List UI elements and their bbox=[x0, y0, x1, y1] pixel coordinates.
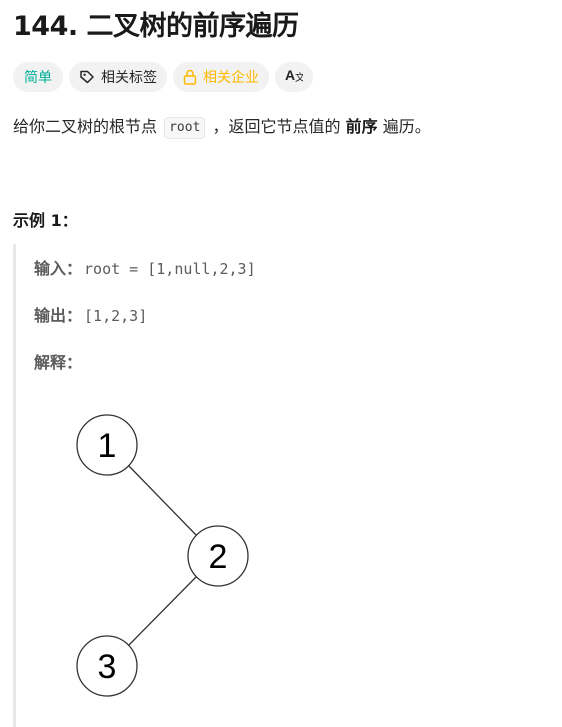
tree-node-3-label: 3 bbox=[98, 648, 117, 686]
explanation-label: 解释： bbox=[34, 353, 83, 372]
svg-text:A: A bbox=[285, 67, 295, 83]
input-value: root = [1,null,2,3] bbox=[84, 260, 256, 278]
related-tags-label: 相关标签 bbox=[101, 70, 157, 86]
example-output: 输出： [1,2,3] bbox=[34, 302, 147, 326]
binary-tree-diagram: 1 2 3 bbox=[76, 414, 249, 697]
tree-node-2: 2 bbox=[187, 525, 249, 587]
svg-text:文: 文 bbox=[295, 71, 303, 83]
description-suffix: 遍历。 bbox=[382, 117, 431, 136]
input-label: 输入： bbox=[34, 259, 83, 278]
tree-node-1: 1 bbox=[76, 414, 138, 476]
difficulty-badge[interactable]: 简单 bbox=[13, 62, 63, 92]
problem-title: 144. 二叉树的前序遍历 bbox=[13, 11, 299, 42]
tree-node-3: 3 bbox=[76, 635, 138, 697]
output-value: [1,2,3] bbox=[84, 307, 148, 325]
example-explanation: 解释： bbox=[34, 349, 82, 373]
inline-code-root: root bbox=[164, 117, 206, 139]
tag-bar: 简单 相关标签 相关企业 A 文 bbox=[13, 62, 313, 92]
example-title: 示例 1： bbox=[13, 211, 78, 230]
tree-edge-2-3 bbox=[127, 575, 198, 647]
example-input: 输入： root = [1,null,2,3] bbox=[34, 255, 256, 279]
related-tags-button[interactable]: 相关标签 bbox=[69, 62, 167, 92]
description-bold: 前序 bbox=[345, 117, 378, 136]
problem-description: 给你二叉树的根节点 root ，返回它节点值的 前序 遍历。 bbox=[13, 114, 431, 140]
description-prefix: 给你二叉树的根节点 bbox=[13, 117, 158, 136]
lock-icon bbox=[183, 69, 197, 85]
description-middle: ，返回它节点值的 bbox=[212, 117, 341, 136]
translate-button[interactable]: A 文 bbox=[275, 62, 313, 92]
tree-node-1-label: 1 bbox=[98, 427, 117, 465]
tag-icon bbox=[79, 69, 95, 85]
output-label: 输出： bbox=[34, 306, 83, 325]
related-companies-label: 相关企业 bbox=[203, 70, 259, 86]
tree-node-2-label: 2 bbox=[209, 538, 228, 576]
tree-edge-1-2 bbox=[127, 464, 199, 538]
related-companies-button[interactable]: 相关企业 bbox=[173, 62, 269, 92]
example-quote-bar bbox=[13, 244, 16, 727]
translate-icon: A 文 bbox=[285, 67, 305, 87]
